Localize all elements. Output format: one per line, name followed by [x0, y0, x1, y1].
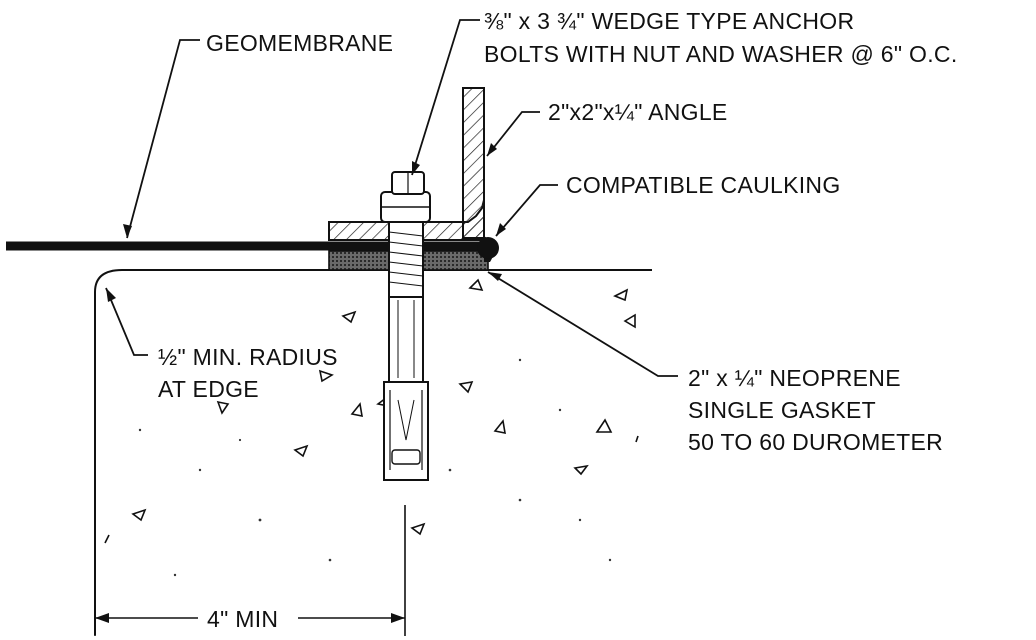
- anchor-bolt-shank: [383, 221, 429, 481]
- leader-lines: [105, 19, 678, 377]
- gasket-leader: [487, 271, 678, 377]
- geomembrane-leader: [126, 39, 200, 239]
- concrete-aggregate: [104, 278, 639, 544]
- dimension-label: 4" MIN: [207, 606, 278, 632]
- anchor-leader: [411, 19, 480, 176]
- caulking-leader: [495, 184, 558, 237]
- gasket-label-line1: 2" x ¼" NEOPRENE: [688, 365, 901, 391]
- gasket-label-line2: SINGLE GASKET: [688, 397, 876, 423]
- geomembrane-label: GEOMEMBRANE: [206, 30, 393, 56]
- anchor-nut-washer: [380, 171, 431, 223]
- caulking-label: COMPATIBLE CAULKING: [566, 172, 841, 198]
- leader-arrowheads: [106, 143, 506, 302]
- radius-leader: [105, 287, 148, 356]
- dimension-4in: [94, 505, 406, 636]
- radius-label-line2: AT EDGE: [158, 376, 259, 402]
- radius-label-line1: ½" MIN. RADIUS: [158, 344, 338, 370]
- caulking-bead-round: [477, 237, 499, 259]
- angle-label: 2"x2"x¼" ANGLE: [548, 99, 728, 125]
- dimension-arrows: [95, 613, 405, 623]
- concrete-dots: [138, 358, 612, 577]
- anchor-bolt-label-line2: BOLTS WITH NUT AND WASHER @ 6" O.C.: [484, 41, 958, 67]
- gasket-label-line3: 50 TO 60 DUROMETER: [688, 429, 943, 455]
- anchor-bolt-label-line1: ⅜" x 3 ¾" WEDGE TYPE ANCHOR: [484, 8, 854, 34]
- angle-leader: [486, 111, 540, 157]
- angle-vertical-leg: [462, 87, 485, 239]
- concrete-slab-outline: [94, 269, 652, 635]
